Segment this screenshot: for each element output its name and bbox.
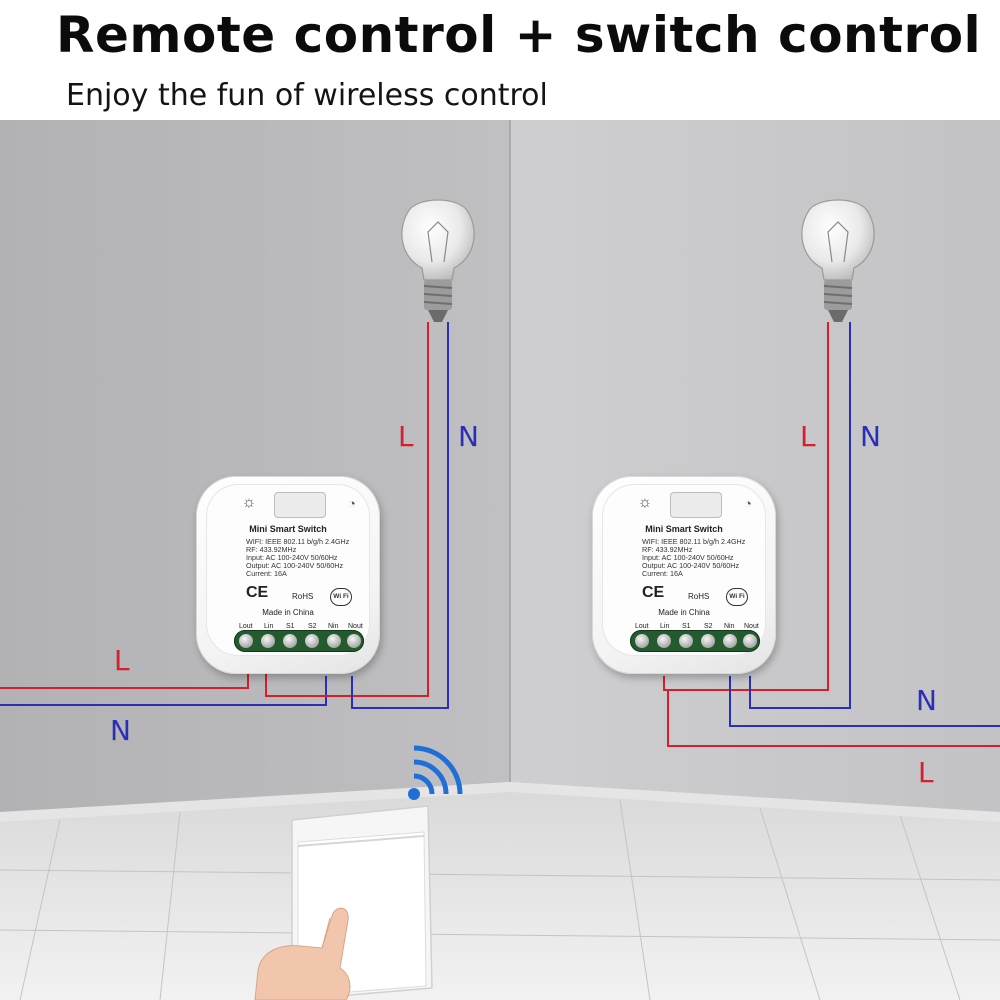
- page-title: Remote control + switch control: [56, 6, 982, 64]
- module-button[interactable]: [670, 492, 722, 518]
- terminal-screw: [239, 634, 253, 648]
- terminal-screw: [261, 634, 275, 648]
- wifi-logo-icon: Wi Fi: [726, 588, 748, 606]
- terminal-screw: [701, 634, 715, 648]
- module-name: Mini Smart Switch: [645, 524, 723, 534]
- hand-pointer-icon: [254, 907, 351, 1000]
- wire-line-right-to-bulb: [663, 322, 829, 691]
- terminal-screw: [679, 634, 693, 648]
- terminal-label: Nin: [328, 623, 339, 630]
- spec-line: RF: 433.92MHz: [642, 545, 693, 554]
- wire-label-neutral: N: [110, 714, 131, 747]
- wifi-signal-icon: ◔: [744, 496, 752, 511]
- spec-line: WIFI: IEEE 802.11 b/g/h 2.4GHz: [642, 537, 746, 546]
- smart-switch-module: ☼ ◔ Mini Smart Switch WIFI: IEEE 802.11 …: [196, 476, 380, 674]
- wifi-signal-icon: [408, 745, 463, 800]
- wire-line-left-to-bulb: [265, 322, 429, 697]
- terminal-label: Lin: [264, 623, 274, 630]
- module-button[interactable]: [274, 492, 326, 518]
- rohs-mark: RoHS: [292, 592, 314, 601]
- terminal-screw: [635, 634, 649, 648]
- spec-line: Output: AC 100-240V 50/60Hz: [642, 561, 740, 570]
- terminal-label: S1: [286, 623, 295, 630]
- light-bulb-icon: ☼: [637, 494, 653, 511]
- wire-label-neutral: N: [458, 420, 479, 453]
- spec-line: Input: AC 100-240V 50/60Hz: [642, 553, 734, 562]
- light-bulb-icon: ☼: [241, 494, 257, 511]
- terminal-label: Nin: [724, 623, 735, 630]
- wire-neutral-left-to-bulb: [351, 322, 449, 709]
- terminal-label: Nout: [744, 623, 759, 630]
- rohs-mark: RoHS: [688, 592, 710, 601]
- wire-label-neutral: N: [860, 420, 881, 453]
- spec-line: Current: 16A: [246, 569, 287, 578]
- spec-line: RF: 433.92MHz: [246, 545, 297, 554]
- wire-neutral-right-input: [729, 676, 1000, 727]
- wire-neutral-right-to-bulb: [749, 322, 851, 709]
- spec-line: Output: AC 100-240V 50/60Hz: [246, 561, 344, 570]
- terminal-label: Lout: [239, 623, 253, 630]
- terminal-screw: [327, 634, 341, 648]
- wire-neutral-left-input: [0, 676, 327, 706]
- made-in-label: Made in China: [262, 608, 314, 617]
- terminal-screw: [347, 634, 361, 648]
- terminal-label: Lin: [660, 623, 670, 630]
- terminal-label: S2: [308, 623, 317, 630]
- spec-line: Input: AC 100-240V 50/60Hz: [246, 553, 338, 562]
- wire-line-right-input: [667, 690, 1000, 747]
- terminal-screw: [305, 634, 319, 648]
- module-name: Mini Smart Switch: [249, 524, 327, 534]
- wire-line-left-input: [0, 674, 249, 689]
- smart-switch-module: ☼ ◔ Mini Smart Switch WIFI: IEEE 802.11 …: [592, 476, 776, 674]
- terminal-label: S2: [704, 623, 713, 630]
- page-subtitle: Enjoy the fun of wireless control: [66, 78, 548, 113]
- terminal-screw: [723, 634, 737, 648]
- terminal-label: S1: [682, 623, 691, 630]
- wifi-logo-icon: Wi Fi: [330, 588, 352, 606]
- wire-label-line: L: [398, 420, 414, 453]
- wire-label-line: L: [114, 644, 130, 677]
- terminal-screw: [657, 634, 671, 648]
- ce-mark: CE: [246, 584, 269, 601]
- terminal-screw: [743, 634, 757, 648]
- spec-line: WIFI: IEEE 802.11 b/g/h 2.4GHz: [246, 537, 350, 546]
- wire-label-line: L: [918, 756, 934, 789]
- terminal-label: Nout: [348, 623, 363, 630]
- made-in-label: Made in China: [658, 608, 710, 617]
- terminal-label: Lout: [635, 623, 649, 630]
- wifi-signal-icon: ◔: [348, 496, 356, 511]
- wire-label-neutral: N: [916, 684, 937, 717]
- wire-label-line: L: [800, 420, 816, 453]
- spec-line: Current: 16A: [642, 569, 683, 578]
- terminal-screw: [283, 634, 297, 648]
- ce-mark: CE: [642, 584, 665, 601]
